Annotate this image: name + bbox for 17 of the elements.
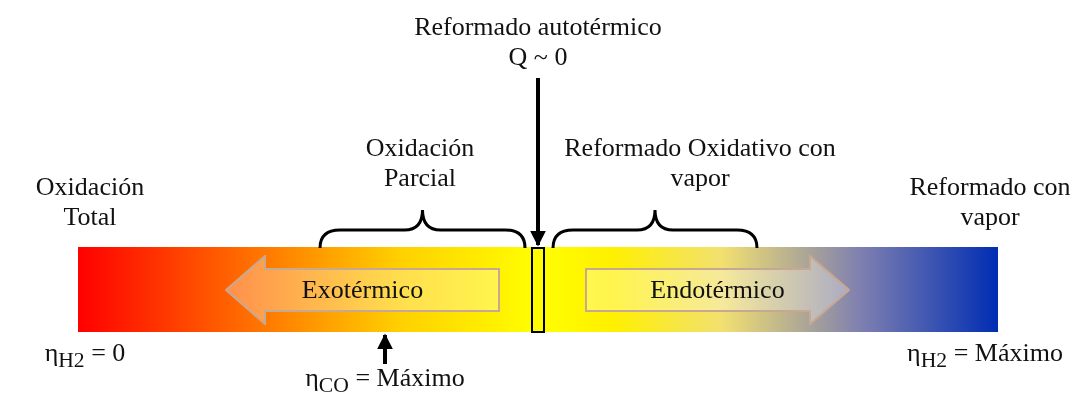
- hollow-arrow: [585, 255, 850, 325]
- gradient-bar: [78, 247, 998, 332]
- process-label: Oxidación Parcial: [364, 133, 476, 193]
- marker-box: [531, 247, 545, 333]
- process-label: Oxidación Total: [34, 172, 146, 232]
- hollow-arrow: [225, 255, 500, 325]
- label-text: Q ~ 0: [508, 42, 568, 72]
- arrow: [377, 333, 393, 364]
- label-text: Reformado autotérmico: [414, 12, 662, 42]
- arrow: [530, 78, 546, 247]
- process-label: Reformado con vapor: [908, 172, 1072, 232]
- process-label: Reformado Oxidativo con vapor: [563, 133, 837, 193]
- yield-label: η$_{H2}$ = Máximo: [906, 338, 1064, 375]
- yield-label: η$_{H2}$ = 0: [43, 338, 127, 375]
- arrow-label: Endotérmico: [650, 275, 785, 305]
- label-text: η$_{CO}$ = Máximo: [305, 363, 465, 400]
- arrow-label: Exotérmico: [301, 275, 424, 305]
